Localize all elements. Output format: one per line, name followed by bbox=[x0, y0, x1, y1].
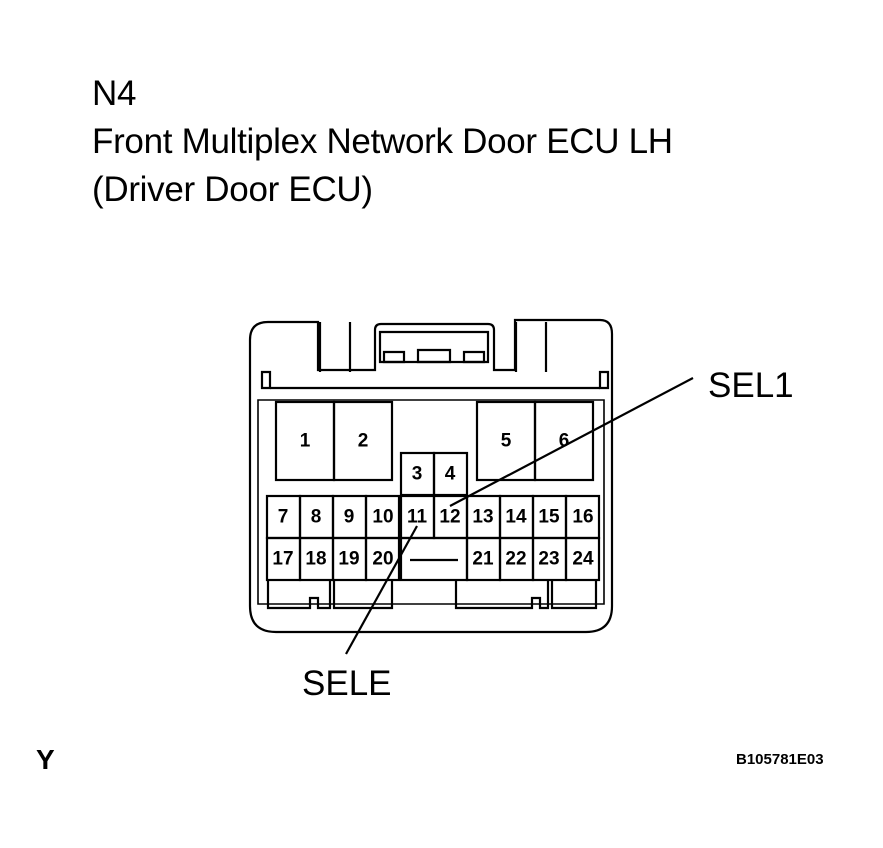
terminal-21: 21 bbox=[472, 549, 494, 570]
terminal-22: 22 bbox=[505, 549, 526, 570]
terminal-8: 8 bbox=[311, 507, 322, 528]
terminal-5: 5 bbox=[501, 431, 512, 452]
terminal-20: 20 bbox=[372, 549, 393, 570]
terminal-cavities bbox=[265, 400, 601, 582]
terminal-13: 13 bbox=[472, 507, 493, 528]
leader-line-sel1 bbox=[449, 377, 694, 507]
terminal-17: 17 bbox=[272, 549, 293, 570]
terminal-4: 4 bbox=[445, 464, 456, 485]
connector-code: N4 bbox=[92, 74, 137, 113]
callout-sele: SELE bbox=[302, 664, 392, 703]
terminal-12: 12 bbox=[439, 507, 460, 528]
figure-id: B105781E03 bbox=[736, 751, 824, 768]
terminal-23: 23 bbox=[538, 549, 559, 570]
leader-line-sele bbox=[345, 525, 418, 655]
terminal-2: 2 bbox=[358, 431, 369, 452]
terminal-19: 19 bbox=[338, 549, 359, 570]
terminal-7: 7 bbox=[278, 507, 289, 528]
terminal-numbers: 1 2 3 4 5 6 7 8 9 10 11 12 13 14 15 16 1… bbox=[272, 431, 594, 570]
component-name: Front Multiplex Network Door ECU LH bbox=[92, 122, 673, 161]
terminal-24: 24 bbox=[572, 549, 594, 570]
callout-sel1: SEL1 bbox=[708, 366, 794, 405]
terminal-15: 15 bbox=[538, 507, 560, 528]
terminal-16: 16 bbox=[572, 507, 593, 528]
connector-color-code: Y bbox=[36, 744, 55, 775]
connector-housing bbox=[248, 318, 614, 634]
terminal-11: 11 bbox=[407, 507, 428, 528]
terminal-3: 3 bbox=[412, 464, 423, 485]
terminal-6: 6 bbox=[559, 431, 570, 452]
terminal-14: 14 bbox=[505, 507, 527, 528]
terminal-1: 1 bbox=[300, 431, 311, 452]
terminal-10: 10 bbox=[372, 507, 393, 528]
terminal-9: 9 bbox=[344, 507, 355, 528]
terminal-18: 18 bbox=[305, 549, 326, 570]
component-subtitle: (Driver Door ECU) bbox=[92, 170, 373, 209]
